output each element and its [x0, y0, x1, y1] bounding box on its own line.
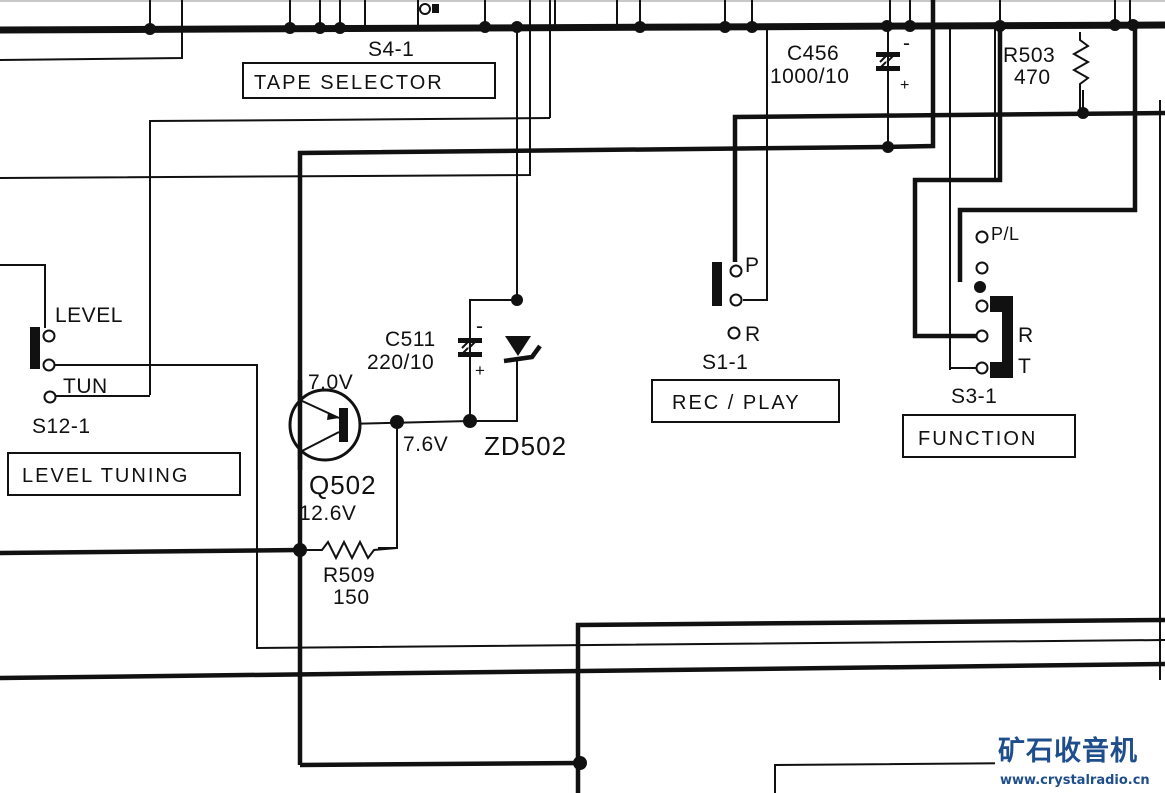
s4-contact	[419, 3, 439, 15]
level-tuning-label: LEVEL TUNING	[22, 465, 189, 487]
c456-plus: +	[900, 77, 910, 94]
r509-value: 150	[333, 586, 370, 609]
s12-ref: S12-1	[32, 415, 91, 438]
level-terminal	[42, 329, 56, 343]
c511-value: 220/10	[367, 351, 434, 374]
resistor-r503: R503 470	[1003, 32, 1091, 113]
tape-selector-switch: S4-1 TAPE SELECTOR	[242, 38, 496, 99]
r-position-label: R	[745, 323, 761, 346]
zd502-ref: ZD502	[484, 431, 567, 461]
r509-ref: R509	[323, 564, 375, 587]
top-border	[0, 0, 1165, 2]
power-bus	[0, 21, 1165, 34]
q502-collector-voltage: 12.6V	[299, 502, 356, 525]
c456-value: 1000/10	[770, 65, 849, 88]
r503-value: 470	[1014, 66, 1051, 89]
capacitor-c511: C511 220/10 - +	[367, 315, 485, 380]
watermark-title: 矿石收音机	[998, 735, 1138, 767]
p-position-label: P	[745, 254, 760, 277]
junction-dots	[293, 107, 1089, 770]
c511-plus: +	[475, 361, 485, 380]
function-switch: P/L R T S3-1 FUNCTION	[902, 224, 1076, 458]
s3-ref: S3-1	[951, 385, 997, 408]
r-terminal	[727, 326, 741, 340]
t-function-terminal	[975, 361, 989, 375]
rec-play-switch: P R S1-1 REC / PLAY	[651, 254, 840, 423]
rec-play-label: REC / PLAY	[672, 392, 801, 414]
r-function-label: R	[1018, 324, 1034, 347]
zener-zd502: ZD502	[484, 336, 567, 461]
q502-ref: Q502	[309, 470, 377, 500]
c456-ref: C456	[787, 42, 839, 65]
q502-base-voltage: 7.6V	[403, 433, 448, 456]
c511-minus: -	[476, 315, 484, 338]
s4-ref: S4-1	[368, 38, 414, 61]
tun-terminal	[43, 390, 57, 404]
c511-ref: C511	[385, 328, 436, 351]
c456-minus: -	[903, 32, 911, 55]
s1-ref: S1-1	[702, 351, 748, 374]
level-position-label: LEVEL	[55, 304, 123, 327]
bus-junctions	[144, 19, 1139, 35]
resistor-r509: R509 150	[300, 539, 398, 609]
tun-position-label: TUN	[63, 375, 108, 398]
p-terminal	[729, 264, 743, 278]
s1-common-terminal	[729, 293, 743, 307]
transistor-q502: 7.0V 7.6V Q502 12.6V	[288, 371, 448, 525]
t-function-label: T	[1018, 355, 1031, 378]
pl-terminal	[975, 230, 989, 244]
r503-ref: R503	[1003, 44, 1055, 67]
q502-emitter-voltage: 7.0V	[308, 371, 353, 394]
watermark: 矿石收音机 www.crystalradio.cn	[995, 730, 1165, 793]
common-terminal	[42, 358, 56, 372]
watermark-url: www.crystalradio.cn	[1000, 773, 1150, 788]
tape-selector-label: TAPE SELECTOR	[254, 72, 444, 94]
capacitor-c456: C456 1000/10 - +	[770, 32, 911, 94]
r-function-terminal	[975, 329, 989, 343]
level-tuning-switch: LEVEL TUN S12-1 LEVEL TUNING	[7, 304, 241, 496]
function-label: FUNCTION	[918, 428, 1037, 450]
pl-position-label: P/L	[991, 224, 1020, 244]
